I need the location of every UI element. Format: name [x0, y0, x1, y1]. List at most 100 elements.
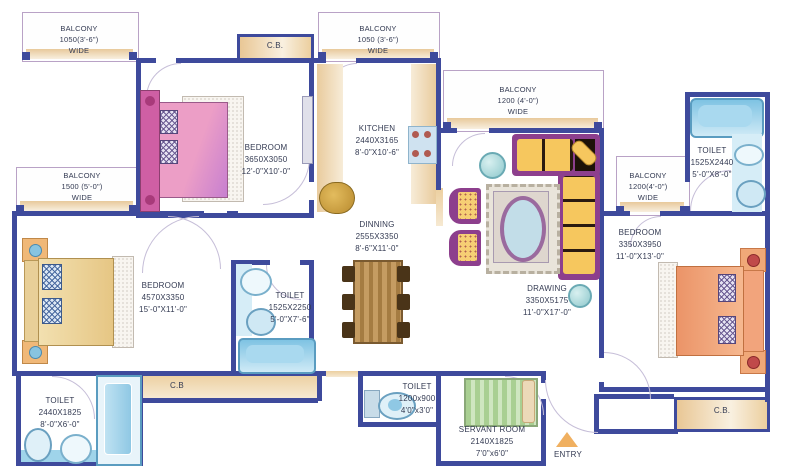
nightstand-lamp: [29, 346, 42, 359]
wall: [436, 461, 546, 466]
wall: [317, 374, 322, 401]
door-arc-balcony-left: [142, 216, 199, 273]
wall-stub: [16, 205, 24, 213]
wall: [358, 371, 363, 427]
wall: [176, 58, 326, 63]
label-balcony-left: BALCONY 1500 (5'-0") WIDE: [61, 171, 103, 202]
pillow: [718, 316, 736, 344]
wall: [441, 128, 457, 133]
entry-arrow-icon: [556, 432, 578, 447]
wall: [138, 398, 318, 403]
wall: [604, 387, 770, 392]
armchair-seat: [458, 234, 477, 261]
wall: [231, 260, 236, 376]
hob-burner: [412, 150, 419, 157]
hob-burner: [424, 150, 431, 157]
balcony-drawing-floor-band: [447, 118, 598, 129]
pillow: [160, 140, 178, 164]
wall: [541, 399, 546, 466]
wc-bowl: [388, 399, 402, 411]
servant-pillow: [522, 380, 535, 423]
label-toilet-mid: TOILET 1525X2250 5'-0"X7'-6": [268, 291, 312, 324]
wall: [314, 371, 326, 376]
wall: [300, 260, 314, 265]
wall: [594, 429, 678, 434]
dining-chair: [342, 294, 355, 310]
wall: [12, 211, 17, 376]
nightstand-lamp: [29, 244, 42, 257]
washbasin: [240, 268, 272, 296]
label-balcony-top-left: BALCONY 1050(3'-6") WIDE: [59, 24, 99, 55]
wall: [685, 206, 690, 216]
wall-stub: [443, 122, 451, 130]
nightstand-lamp: [747, 356, 760, 369]
wc: [378, 392, 416, 420]
label-cupboard-bottom-right: C.B.: [713, 406, 731, 415]
bed-headboard: [140, 90, 160, 212]
rug-oval: [500, 196, 546, 262]
wall-stub: [616, 206, 624, 214]
side-table-round: [568, 284, 592, 308]
label-drawing: DRAWING 3350X5175 11'-0"X17'-0": [522, 284, 572, 317]
wc: [736, 180, 766, 208]
wall: [685, 92, 690, 182]
sofa-cushions: [563, 176, 595, 274]
refrigerator: [319, 182, 355, 214]
wall: [599, 211, 604, 355]
cupboard-bottom-right: [674, 397, 770, 432]
bedside-mat: [112, 256, 134, 348]
wall: [16, 371, 21, 466]
kitchen-hob: [408, 126, 437, 164]
pillow: [718, 274, 736, 302]
kitchen-drawing-pillar: [436, 188, 443, 226]
wall: [136, 58, 141, 218]
bathtub: [690, 98, 764, 138]
wall: [541, 371, 546, 383]
shower-cubicle: [96, 375, 142, 466]
label-balcony-right: BALCONY 1200(4'-0") WIDE: [628, 171, 668, 202]
wall: [309, 260, 314, 376]
hob-burner: [412, 131, 419, 138]
wc: [24, 428, 52, 462]
wall: [489, 128, 604, 133]
label-toilet-bottom-middle: TOILET 1200x900 4'0"x3'0": [398, 382, 436, 415]
dining-chair: [342, 266, 355, 282]
wall: [356, 58, 441, 63]
armchair: [449, 188, 481, 224]
wall-stub: [318, 52, 326, 60]
drawing-rug: [486, 184, 560, 274]
wall-stub: [680, 206, 688, 214]
label-bedroom-top-left: BEDROOM 3650X3050 12'-0"X10'-0": [241, 143, 291, 176]
side-table-round: [479, 152, 506, 179]
dining-chair: [397, 322, 410, 338]
armchair-seat: [458, 192, 477, 219]
dining-chair: [342, 322, 355, 338]
wall: [436, 58, 441, 190]
wall: [227, 211, 238, 216]
label-servant-room: SERVANT ROOM 2140X1825 7'0"x6'0": [458, 425, 526, 458]
label-balcony-drawing: BALCONY 1200 (4'-0") WIDE: [497, 85, 539, 116]
wall: [136, 213, 314, 218]
wall: [599, 211, 630, 216]
dining-door-threshold: [326, 371, 358, 377]
wall-stub: [594, 122, 602, 130]
door-arc-bedroom-right: [604, 352, 651, 399]
wardrobe: [302, 96, 313, 164]
wall: [358, 371, 441, 376]
wall: [436, 371, 546, 376]
label-balcony-top-middle: BALCONY 1050 (3'-6") WIDE: [357, 24, 399, 55]
wall: [12, 211, 204, 216]
cupboard-bottom-left-fill: [143, 374, 317, 398]
label-bedroom-right: BEDROOM 3350X3950 11'-0"X13'-0": [615, 228, 665, 261]
label-cupboard-top: C.B.: [266, 41, 284, 50]
balcony-right-floor-band: [620, 202, 684, 212]
bedside-mat: [658, 262, 678, 358]
nightstand-lamp: [747, 254, 760, 267]
shower-glass: [104, 383, 132, 455]
wall: [685, 92, 770, 97]
wall: [136, 58, 156, 63]
washbasin: [60, 434, 92, 464]
balcony-top-middle-floor-band: [322, 49, 434, 59]
door-arc-entry: [545, 380, 598, 433]
